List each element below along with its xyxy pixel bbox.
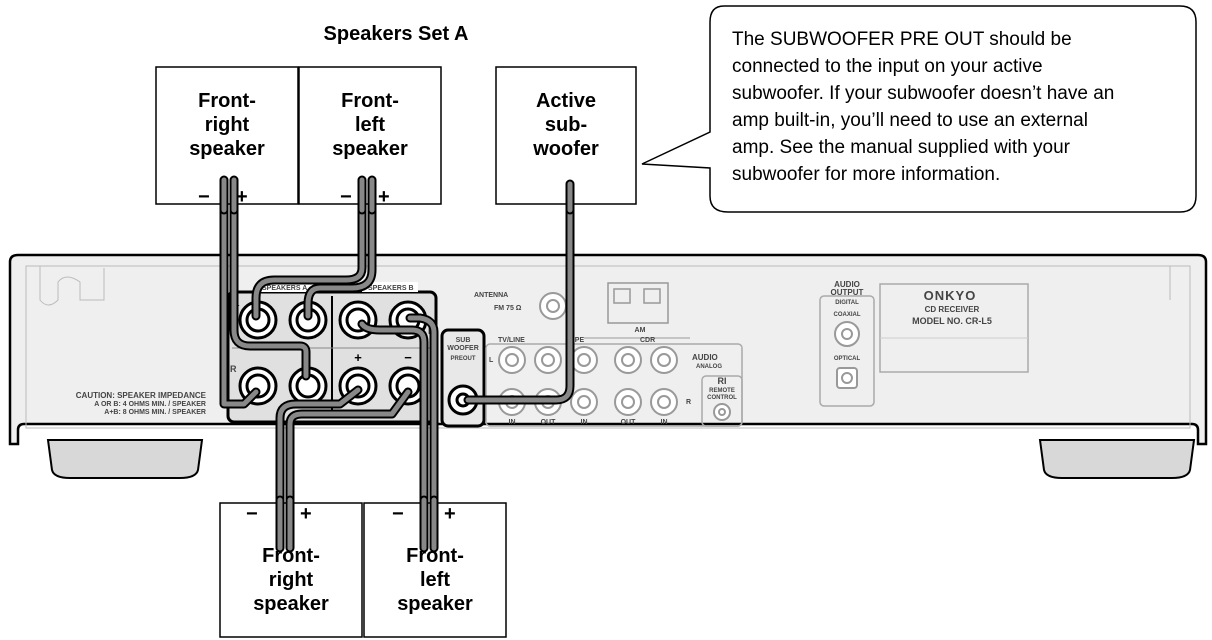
box-label-line: left <box>355 114 385 136</box>
top-front-right-speaker-box: Front- right speaker − + <box>155 66 299 208</box>
coaxial-jack <box>834 321 860 347</box>
tape-in-label: IN <box>581 419 588 426</box>
minus-terminal-label: − <box>198 186 210 208</box>
right-foot <box>1038 439 1196 479</box>
optical-jack <box>836 367 858 389</box>
audio-output-label-2: OUTPUT <box>831 288 864 297</box>
audio-output-label-1: AUDIO <box>834 280 860 289</box>
box-label-line: speaker <box>332 138 408 160</box>
speakers-a-label: SPEAKERS A <box>262 285 307 292</box>
speakers-b-label: SPEAKERS B <box>368 285 414 292</box>
speakers-b-minus-label: − <box>404 350 412 365</box>
optical-label: OPTICAL <box>834 356 861 362</box>
fm-label: FM 75 Ω <box>494 305 522 312</box>
box-label-line: right <box>205 114 250 136</box>
tvline-in-label: IN <box>509 419 516 426</box>
coaxial-label: COAXIAL <box>834 312 861 318</box>
top-cable-stubs <box>219 175 575 215</box>
caution-line-3: A+B: 8 OHMS MIN. / SPEAKER <box>104 409 206 416</box>
plus-terminal-label: + <box>444 503 456 525</box>
minus-terminal-label: − <box>246 503 258 525</box>
analog-r-label: R <box>686 399 691 406</box>
cdr-label: CDR <box>640 337 655 344</box>
sub-label: SUB <box>456 337 471 344</box>
am-antenna-terminal <box>607 282 669 324</box>
remote-control-block <box>701 375 743 427</box>
speaker-cables <box>219 189 575 553</box>
receiver-back-panel: CAUTION: SPEAKER IMPEDANCE A OR B: 4 OHM… <box>8 253 1208 479</box>
left-foot <box>46 439 204 479</box>
analog-l-label: L <box>489 357 494 364</box>
box-label-line: speaker <box>397 593 473 615</box>
box-label-line: speaker <box>189 138 265 160</box>
rca-jack <box>650 346 678 374</box>
minus-terminal-label: − <box>392 503 404 525</box>
cdr-out-label: OUT <box>621 419 637 426</box>
rca-jack <box>570 346 598 374</box>
onkyo-logo: ONKYO <box>924 288 977 303</box>
caution-line-1: CAUTION: SPEAKER IMPEDANCE <box>76 391 207 400</box>
rca-jack <box>614 346 642 374</box>
audio-label: AUDIO <box>692 353 718 362</box>
analog-label: ANALOG <box>696 364 722 370</box>
remote-jack <box>713 403 731 421</box>
callout-line: amp built-in, you’ll need to use an exte… <box>732 110 1088 131</box>
remote-label: REMOTE <box>709 388 735 394</box>
box-label-line: Front- <box>341 90 399 112</box>
rca-jack <box>570 388 598 416</box>
rca-jack <box>534 346 562 374</box>
subwoofer-note-callout: The SUBWOOFER PRE OUT should be connecte… <box>641 5 1197 213</box>
callout-line: subwoofer for more information. <box>732 164 1000 185</box>
box-label-line: woofer <box>532 138 599 160</box>
speakers-b-plus-label: + <box>354 350 362 365</box>
digital-output-block <box>819 295 875 407</box>
model-plate <box>879 283 1029 373</box>
box-label-line: speaker <box>253 593 329 615</box>
box-label-line: Front- <box>198 90 256 112</box>
rca-jack <box>614 388 642 416</box>
callout-line: subwoofer. If your subwoofer doesn’t hav… <box>732 83 1114 104</box>
rca-jack <box>650 388 678 416</box>
tape-out-label: OUT <box>541 419 557 426</box>
plus-terminal-label: + <box>378 186 390 208</box>
box-label-line: left <box>420 569 450 591</box>
channel-r-label: R <box>230 364 237 374</box>
plus-terminal-label: + <box>300 503 312 525</box>
cd-receiver-label: CD RECEIVER <box>925 305 980 314</box>
digital-label: DIGITAL <box>835 300 859 306</box>
minus-terminal-label: − <box>340 186 352 208</box>
box-label-line: right <box>269 569 314 591</box>
box-label-line: sub- <box>545 114 587 136</box>
callout-line: amp. See the manual supplied with your <box>732 137 1071 158</box>
tape-label: TAPE <box>566 337 584 344</box>
subwoofer-box: Active sub- woofer <box>495 66 637 205</box>
cdr-in-label: IN <box>661 419 668 426</box>
model-number-label: MODEL NO. CR-L5 <box>912 316 992 326</box>
plus-terminal-label: + <box>236 186 248 208</box>
callout-line: The SUBWOOFER PRE OUT should be <box>732 29 1072 50</box>
tv-line-label: TV/LINE <box>498 337 525 344</box>
antenna-label: ANTENNA <box>474 292 508 299</box>
caution-line-2: A OR B: 4 OHMS MIN. / SPEAKER <box>94 401 206 408</box>
rca-jack <box>498 346 526 374</box>
preout-label: PREOUT <box>450 356 475 362</box>
box-label-line: Active <box>536 90 596 112</box>
fm-antenna-jack <box>539 292 567 320</box>
ri-label: RI <box>718 376 727 386</box>
callout-line: connected to the input on your active <box>732 56 1043 77</box>
speakers-set-title: Speakers Set A <box>324 23 469 45</box>
bottom-cable-stubs <box>275 495 439 553</box>
woofer-label: WOOFER <box>447 345 479 352</box>
control-label: CONTROL <box>707 395 737 401</box>
am-label: AM <box>635 327 646 334</box>
